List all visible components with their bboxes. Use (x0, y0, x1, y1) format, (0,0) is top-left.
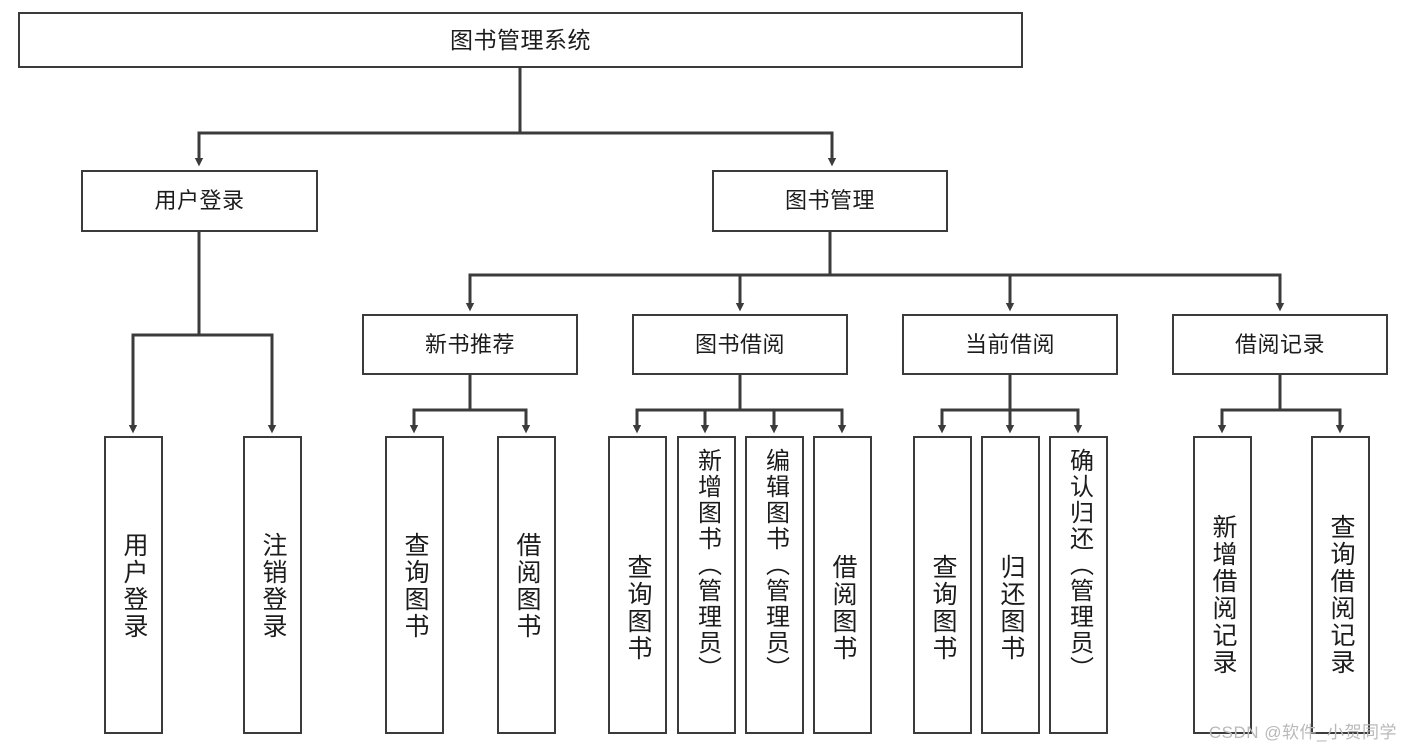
node-new-book-rec[interactable]: 新书推荐 (362, 314, 578, 375)
leaf-return-book-label: 归还图书 (997, 554, 1025, 662)
leaf-user-login-label: 用户登录 (120, 532, 148, 640)
node-new-book-rec-label: 新书推荐 (424, 331, 515, 357)
node-book-borrow[interactable]: 图书借阅 (632, 314, 848, 375)
leaf-borrow-book-1-label: 借阅图书 (513, 532, 541, 640)
leaf-add-book-label: 新增图书（管理员） (693, 448, 721, 682)
leaf-confirm-return[interactable]: 确认归还（管理员） (1049, 436, 1108, 734)
leaf-logout[interactable]: 注销登录 (243, 436, 302, 734)
leaf-edit-book[interactable]: 编辑图书（管理员） (745, 436, 804, 734)
leaf-query-book-1[interactable]: 查询图书 (385, 436, 444, 734)
node-current-borrow-label: 当前借阅 (964, 331, 1055, 357)
node-book-borrow-label: 图书借阅 (694, 331, 785, 357)
node-borrow-record-label: 借阅记录 (1234, 331, 1325, 357)
node-book-manage-label: 图书管理 (784, 188, 875, 214)
leaf-query-book-3-label: 查询图书 (929, 554, 957, 662)
leaf-add-record-label: 新增借阅记录 (1209, 514, 1237, 676)
leaf-edit-book-label: 编辑图书（管理员） (761, 448, 789, 682)
leaf-add-book[interactable]: 新增图书（管理员） (677, 436, 736, 734)
leaf-borrow-book-2-label: 借阅图书 (829, 554, 857, 662)
node-root-label: 图书管理系统 (450, 26, 591, 53)
leaf-add-record[interactable]: 新增借阅记录 (1193, 436, 1252, 734)
leaf-query-book-3[interactable]: 查询图书 (913, 436, 972, 734)
leaf-query-record-label: 查询借阅记录 (1327, 514, 1355, 676)
leaf-confirm-return-label: 确认归还（管理员） (1065, 448, 1093, 682)
node-book-manage[interactable]: 图书管理 (712, 170, 948, 232)
node-root[interactable]: 图书管理系统 (18, 12, 1023, 68)
node-current-borrow[interactable]: 当前借阅 (902, 314, 1118, 375)
leaf-borrow-book-1[interactable]: 借阅图书 (497, 436, 556, 734)
leaf-return-book[interactable]: 归还图书 (981, 436, 1040, 734)
leaf-logout-label: 注销登录 (259, 532, 287, 640)
leaf-query-book-1-label: 查询图书 (401, 532, 429, 640)
leaf-user-login[interactable]: 用户登录 (104, 436, 163, 734)
leaf-borrow-book-2[interactable]: 借阅图书 (813, 436, 872, 734)
node-user-login[interactable]: 用户登录 (81, 170, 318, 232)
watermark-text: CSDN @软件_小贺同学 (1208, 723, 1397, 742)
leaf-query-book-2-label: 查询图书 (624, 554, 652, 662)
node-borrow-record[interactable]: 借阅记录 (1172, 314, 1388, 375)
leaf-query-book-2[interactable]: 查询图书 (608, 436, 667, 734)
node-user-login-label: 用户登录 (154, 188, 245, 214)
leaf-query-record[interactable]: 查询借阅记录 (1311, 436, 1370, 734)
